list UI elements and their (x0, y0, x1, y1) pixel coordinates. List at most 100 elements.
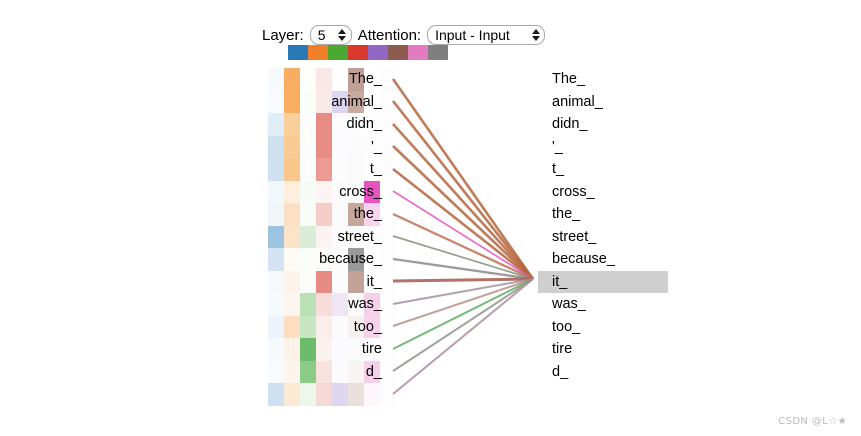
head-swatch-5[interactable] (388, 45, 408, 60)
heatmap-cell[interactable] (268, 225, 284, 248)
right-token[interactable]: t_ (552, 161, 565, 177)
heatmap-cell[interactable] (364, 248, 380, 271)
heatmap-cell[interactable] (300, 225, 316, 248)
right-token[interactable]: '_ (552, 138, 563, 155)
heatmap-cell[interactable] (332, 270, 348, 293)
heatmap-cell[interactable] (364, 383, 380, 406)
right-token[interactable]: cross_ (552, 183, 595, 200)
heatmap-cell[interactable] (284, 293, 300, 316)
right-token[interactable]: because_ (552, 251, 615, 267)
head-swatch-2[interactable] (328, 45, 348, 60)
heatmap-cell[interactable] (348, 158, 364, 181)
heatmap-cell[interactable] (284, 180, 300, 203)
heatmap-cell[interactable] (332, 248, 348, 271)
right-token[interactable]: too_ (552, 318, 581, 335)
left-token[interactable]: street_ (337, 228, 382, 245)
heatmap-cell[interactable] (284, 360, 300, 383)
left-token-column[interactable]: The_animal_didn_'_t_cross_the_street_bec… (260, 68, 384, 383)
heatmap-cell[interactable] (332, 203, 348, 226)
heatmap-cell[interactable] (364, 158, 380, 181)
heatmap-cell[interactable] (332, 225, 348, 248)
right-token[interactable]: animal_ (552, 93, 603, 110)
heatmap-cell[interactable] (364, 68, 380, 91)
heatmap-cell[interactable] (284, 315, 300, 338)
head-swatch-3[interactable] (348, 45, 368, 60)
heatmap-cell[interactable] (348, 135, 364, 158)
right-token[interactable]: d_ (552, 363, 569, 380)
heatmap-cell[interactable] (284, 113, 300, 136)
heatmap-cell[interactable] (300, 360, 316, 383)
right-token[interactable]: The_ (552, 71, 586, 87)
heatmap-cell[interactable] (300, 338, 316, 361)
heatmap-cell[interactable] (380, 338, 396, 361)
heatmap-cell[interactable] (348, 315, 364, 338)
heatmap-cell[interactable] (316, 113, 332, 136)
heatmap-cell[interactable] (284, 68, 300, 91)
heatmap-cell[interactable] (380, 383, 396, 406)
heatmap-cell[interactable] (348, 90, 364, 113)
heatmap-cell[interactable] (268, 203, 284, 226)
head-swatch-7[interactable] (428, 45, 448, 60)
heatmap-cell[interactable] (268, 338, 284, 361)
heatmap-cell[interactable] (268, 248, 284, 271)
attention-select[interactable]: Input - Input (427, 25, 546, 45)
heatmap-cell[interactable] (284, 90, 300, 113)
heatmap-cell[interactable] (364, 180, 380, 203)
heatmap-cell[interactable] (332, 113, 348, 136)
right-token[interactable]: was_ (552, 296, 586, 312)
heatmap-cell[interactable] (348, 270, 364, 293)
heatmap-cell[interactable] (316, 135, 332, 158)
heatmap-cell[interactable] (316, 68, 332, 91)
heatmap-cell[interactable] (332, 158, 348, 181)
left-token[interactable]: '_ (371, 138, 382, 155)
updown-spinner-icon[interactable] (338, 29, 347, 41)
heatmap-cell[interactable] (364, 203, 380, 226)
left-token[interactable]: because_ (319, 251, 382, 267)
heatmap-cell[interactable] (300, 315, 316, 338)
updown-spinner-icon[interactable] (531, 29, 540, 41)
heatmap-cell[interactable] (364, 315, 380, 338)
heatmap-cell[interactable] (268, 383, 284, 406)
right-token[interactable]: tire (552, 341, 573, 357)
left-token[interactable]: cross_ (339, 183, 382, 200)
heatmap-cell[interactable] (316, 270, 332, 293)
heatmap-cell[interactable] (284, 248, 300, 271)
heatmap-cell[interactable] (348, 225, 364, 248)
heatmap-cell[interactable] (332, 383, 348, 406)
heatmap-cell[interactable] (300, 248, 316, 271)
right-token[interactable]: didn_ (552, 116, 588, 132)
heatmap-cell[interactable] (316, 203, 332, 226)
heatmap-cell[interactable] (348, 113, 364, 136)
heatmap-cell[interactable] (332, 68, 348, 91)
heatmap-cell[interactable] (364, 113, 380, 136)
heatmap-cell[interactable] (268, 360, 284, 383)
heatmap-cell[interactable] (316, 338, 332, 361)
head-swatch-6[interactable] (408, 45, 428, 60)
left-token[interactable]: it_ (366, 273, 382, 290)
heatmap-cell[interactable] (300, 113, 316, 136)
heatmap-cell[interactable] (284, 383, 300, 406)
heatmap-cell[interactable] (268, 293, 284, 316)
heatmap-cell[interactable] (316, 248, 332, 271)
right-token[interactable]: the_ (552, 206, 581, 222)
head-color-swatches[interactable] (288, 45, 448, 60)
heatmap-cell[interactable] (380, 360, 396, 383)
heatmap-cell[interactable] (348, 360, 364, 383)
heatmap-cell[interactable] (284, 225, 300, 248)
heatmap-cell[interactable] (300, 90, 316, 113)
heatmap-cell[interactable] (332, 360, 348, 383)
layer-select[interactable]: 5 (309, 25, 352, 45)
head-swatch-4[interactable] (368, 45, 388, 60)
heatmap-cell[interactable] (316, 225, 332, 248)
heatmap-cell[interactable] (300, 180, 316, 203)
heatmap-cell[interactable] (348, 338, 364, 361)
left-token[interactable]: was_ (348, 296, 382, 312)
heatmap-cell[interactable] (284, 203, 300, 226)
heatmap-cell[interactable] (332, 135, 348, 158)
heatmap-cell[interactable] (300, 293, 316, 316)
heatmap-cell[interactable] (332, 293, 348, 316)
heatmap-cell[interactable] (364, 360, 380, 383)
heatmap-cell[interactable] (300, 158, 316, 181)
right-token[interactable]: it_ (538, 270, 668, 293)
heatmap-cell[interactable] (348, 68, 364, 91)
